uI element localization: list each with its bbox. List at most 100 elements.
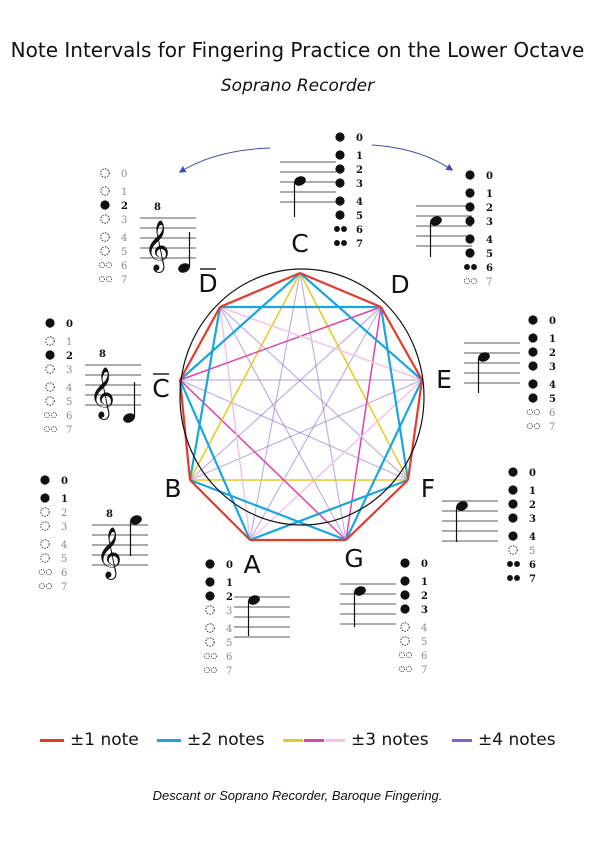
- open-hole-icon: [45, 336, 55, 346]
- hole-number: 4: [356, 197, 363, 208]
- open-hole-icon: [44, 426, 50, 432]
- open-hole-icon: [204, 653, 210, 659]
- closed-hole-icon: [335, 132, 345, 142]
- closed-hole-icon: [464, 264, 470, 270]
- open-hole-icon: [471, 278, 477, 284]
- hole-number: 5: [226, 638, 232, 649]
- interval-line-step-4: [249, 272, 301, 541]
- hole-number: 4: [66, 383, 72, 394]
- legend-step-3: ±3 notes: [283, 730, 429, 750]
- closed-hole-icon: [400, 576, 410, 586]
- legend-swatch-yellow: [283, 738, 303, 742]
- open-hole-icon: [400, 622, 410, 632]
- note-head: [123, 413, 135, 423]
- hole-number: 5: [421, 637, 427, 648]
- hole-number: 6: [549, 408, 555, 419]
- closed-hole-icon: [400, 604, 410, 614]
- hole-number: 7: [121, 275, 127, 286]
- hole-number: 0: [226, 560, 233, 571]
- hole-number: 5: [549, 394, 556, 405]
- hole-number: 4: [486, 235, 493, 246]
- open-hole-icon: [51, 426, 57, 432]
- hole-number: 6: [61, 568, 67, 579]
- hole-number: 6: [421, 651, 427, 662]
- open-hole-icon: [46, 583, 52, 589]
- closed-hole-icon: [508, 467, 518, 477]
- open-hole-icon: [39, 569, 45, 575]
- note-label-e: E: [436, 365, 452, 394]
- interval-line-step-2: [179, 272, 301, 381]
- page-title: Note Intervals for Fingering Practice on…: [10, 38, 585, 62]
- open-hole-icon: [39, 583, 45, 589]
- hole-number: 6: [486, 263, 493, 274]
- note-head: [294, 176, 306, 186]
- hole-number: 1: [486, 189, 493, 200]
- interval-lines: [178, 271, 424, 542]
- open-hole-icon: [44, 412, 50, 418]
- hole-number: 0: [529, 468, 536, 479]
- open-hole-icon: [205, 623, 215, 633]
- interval-line-step-4: [249, 306, 382, 541]
- hole-number: 6: [529, 560, 536, 571]
- treble-clef-icon: 𝄞: [89, 367, 115, 420]
- hole-number: 0: [486, 171, 493, 182]
- hole-number: 0: [121, 169, 127, 180]
- fingering-panels: 0123456701234567012345670123456701234567…: [39, 132, 556, 677]
- closed-hole-icon: [514, 561, 520, 567]
- treble-clef-icon: 𝄞: [144, 220, 170, 273]
- legend-step-4: ±4 notes: [452, 730, 556, 750]
- legend-swatch-pink: [325, 738, 345, 742]
- hole-number: 1: [529, 486, 536, 497]
- hole-number: 4: [421, 623, 427, 634]
- closed-hole-icon: [465, 202, 475, 212]
- closed-hole-icon: [528, 379, 538, 389]
- open-hole-icon: [40, 539, 50, 549]
- closed-hole-icon: [465, 170, 475, 180]
- open-hole-icon: [45, 382, 55, 392]
- hole-number: 7: [549, 422, 555, 433]
- interval-line-step-4: [219, 306, 409, 481]
- octave-mark: 8: [106, 509, 113, 520]
- interval-line-step-1: [299, 271, 382, 309]
- hole-number: 3: [486, 217, 493, 228]
- open-hole-icon: [99, 262, 105, 268]
- closed-hole-icon: [205, 577, 215, 587]
- open-hole-icon: [100, 186, 110, 196]
- closed-hole-icon: [508, 513, 518, 523]
- treble-clef-icon: 𝄞: [96, 527, 122, 580]
- legend-swatch-purple: [452, 738, 472, 742]
- closed-hole-icon: [335, 178, 345, 188]
- closed-hole-icon: [508, 531, 518, 541]
- closed-hole-icon: [100, 200, 110, 210]
- open-hole-icon: [40, 553, 50, 563]
- note-label-b: B: [164, 474, 181, 503]
- note-label-c-low: C: [152, 374, 169, 403]
- interval-line-step-2: [189, 478, 347, 542]
- hole-number: 5: [121, 247, 127, 258]
- hole-number: 1: [421, 577, 428, 588]
- open-hole-icon: [406, 666, 412, 672]
- hole-number: 2: [61, 508, 67, 519]
- hole-number: 5: [356, 211, 363, 222]
- open-hole-icon: [45, 364, 55, 374]
- hole-number: 6: [356, 225, 363, 236]
- interval-line-step-2: [249, 478, 409, 542]
- hole-number: 1: [226, 578, 233, 589]
- note-label-d-low: D: [198, 269, 217, 298]
- hole-number: 6: [66, 411, 72, 422]
- closed-hole-icon: [528, 315, 538, 325]
- hole-number: 6: [226, 652, 232, 663]
- open-hole-icon: [40, 507, 50, 517]
- right-arrow: [371, 144, 454, 171]
- legend-swatch-blue: [157, 738, 181, 742]
- open-hole-icon: [527, 423, 533, 429]
- closed-hole-icon: [508, 485, 518, 495]
- legend-label: ±1 note: [70, 730, 139, 750]
- closed-hole-icon: [335, 196, 345, 206]
- hole-number: 3: [529, 514, 536, 525]
